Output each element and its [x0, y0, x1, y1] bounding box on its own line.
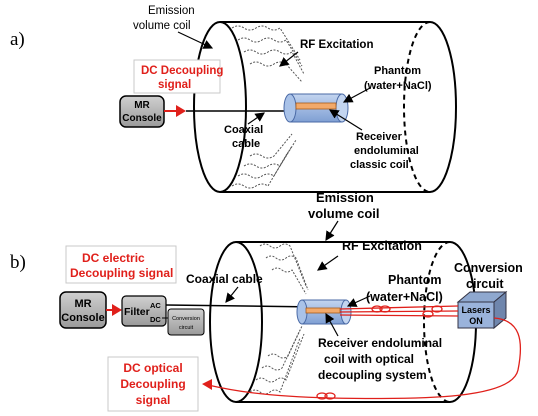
receiver-label-a1: Receiver	[356, 131, 403, 143]
panel-a-label: a)	[10, 29, 25, 50]
emission-coil-label-b1: Emission	[316, 190, 374, 205]
optical-signal-arrow	[202, 379, 212, 390]
dc-decoupling-box-a	[133, 59, 221, 94]
conversion-small-label-1: Conversion	[172, 316, 200, 322]
rf-excitation-label-a: RF Excitation	[300, 39, 373, 51]
receiver-label-a2: endoluminal	[354, 145, 419, 157]
phantom-label-a1: Phantom	[374, 65, 421, 77]
conversion-circuit-title-1: Conversion	[454, 261, 523, 275]
emission-coil-label-a1: Emission	[148, 5, 195, 17]
emission-coil-label-a2: volume coil	[133, 20, 191, 32]
dc-electric-label-b2: Decoupling signal	[70, 266, 173, 280]
mr-console-label-a1: MR	[134, 100, 150, 111]
receiver-label-b3: decoupling system	[318, 368, 427, 382]
emission-coil-label-b2: volume coil	[308, 206, 380, 221]
phantom-label-b1: Phantom	[388, 273, 441, 287]
dc-decoupling-label-a1: DC Decoupling	[141, 65, 223, 77]
receiver-label-b1: Receiver endoluminal	[318, 336, 442, 350]
panel-b-label: b)	[10, 252, 26, 273]
dc-electric-box-b	[65, 245, 177, 284]
dc-optical-label-3: signal	[136, 393, 171, 407]
lasers-label-2: ON	[469, 316, 483, 326]
phantom-label-a2: (water+NaCl)	[364, 80, 432, 92]
coaxial-cable-b	[165, 304, 319, 308]
dc-decoupling-label-a2: signal	[158, 79, 191, 91]
conversion-circuit-title-2: circuit	[466, 277, 504, 291]
filter-ac-label: AC	[150, 301, 161, 310]
emission-coil-cylinder-a	[193, 21, 457, 193]
conversion-circuit-small-box	[167, 308, 205, 336]
phantom-label-b2: (water+NaCl)	[366, 290, 443, 304]
dc-optical-label-1: DC optical	[123, 361, 182, 375]
red-signal-arrow-b	[112, 304, 122, 316]
mr-console-label-a2: Console	[122, 113, 162, 124]
coaxial-label-a2: cable	[232, 138, 260, 150]
coaxial-label-a1: Coaxial	[224, 124, 263, 136]
mr-console-label-b2: Console	[61, 312, 104, 324]
phantom-b	[296, 299, 352, 325]
filter-label: Filter	[124, 306, 150, 318]
filter-box	[121, 295, 167, 327]
rf-waves-b	[249, 243, 309, 395]
panel-b: b) Emission volume coil DC electric Deco…	[10, 190, 523, 412]
mr-console-label-b1: MR	[74, 298, 91, 310]
dc-optical-box	[107, 356, 199, 412]
optical-fibers	[207, 305, 522, 400]
dc-electric-label-b1: DC electric	[82, 251, 145, 265]
phantom-a	[283, 93, 349, 123]
panel-a: a) Emission volume coil DC Decoupling si…	[10, 5, 457, 193]
rf-excitation-label-b: RF Excitation	[342, 239, 422, 253]
lasers-label-1: Lasers	[461, 305, 490, 315]
dc-optical-label-2: Decoupling	[120, 377, 185, 391]
coaxial-label-b: Coaxial cable	[186, 272, 263, 286]
filter-dc-label: DC	[150, 315, 161, 324]
emission-coil-arrow-a	[177, 31, 214, 49]
conversion-small-label-2: circuit	[179, 325, 194, 331]
receiver-label-b2: coil with optical	[324, 352, 414, 366]
receiver-label-a3: classic coil	[350, 159, 409, 171]
